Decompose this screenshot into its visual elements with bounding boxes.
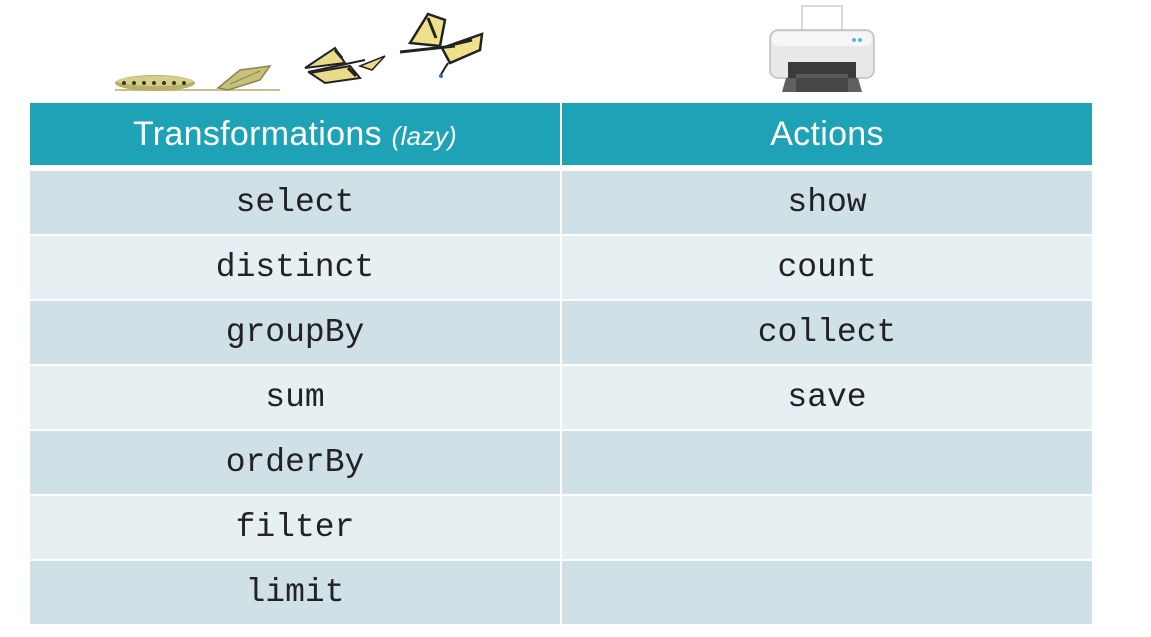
- table-row: distinct count: [30, 234, 1092, 300]
- printer-icon: [769, 5, 875, 92]
- caterpillar-to-butterfly-icon: [115, 12, 484, 91]
- table-row: select show: [30, 165, 1092, 235]
- action-cell: show: [561, 165, 1092, 235]
- actions-header-label: Actions: [770, 114, 884, 153]
- action-cell: [561, 494, 1092, 560]
- transformation-cell: orderBy: [30, 429, 562, 495]
- transformation-cell: filter: [30, 494, 562, 560]
- transformations-header-label: Transformations: [133, 114, 382, 153]
- table-row: orderBy: [30, 429, 1092, 495]
- table-row: filter: [30, 494, 1092, 560]
- action-cell: save: [561, 364, 1092, 430]
- table-row: limit: [30, 559, 1092, 624]
- action-cell: [561, 559, 1092, 624]
- transformation-cell: distinct: [30, 234, 562, 300]
- action-cell: [561, 429, 1092, 495]
- action-cell: count: [561, 234, 1092, 300]
- chrysalis-icon: [216, 65, 272, 91]
- transformation-cell: sum: [30, 364, 562, 430]
- transformation-cell: select: [30, 165, 562, 235]
- lazy-note: (lazy): [391, 120, 457, 151]
- transformation-cell: limit: [30, 559, 562, 624]
- actions-header: Actions: [561, 103, 1092, 168]
- butterfly-large-icon: [399, 12, 484, 78]
- caterpillar-icon: [115, 75, 195, 91]
- operations-table: Transformations (lazy) Actions select sh…: [30, 103, 1092, 624]
- table-row: sum save: [30, 364, 1092, 430]
- action-cell: collect: [561, 299, 1092, 365]
- table-row: groupBy collect: [30, 299, 1092, 365]
- table-header-row: Transformations (lazy) Actions: [30, 103, 1092, 168]
- butterfly-small-icon: [304, 46, 386, 85]
- transformation-cell: groupBy: [30, 299, 562, 365]
- transformations-header: Transformations (lazy): [30, 103, 562, 168]
